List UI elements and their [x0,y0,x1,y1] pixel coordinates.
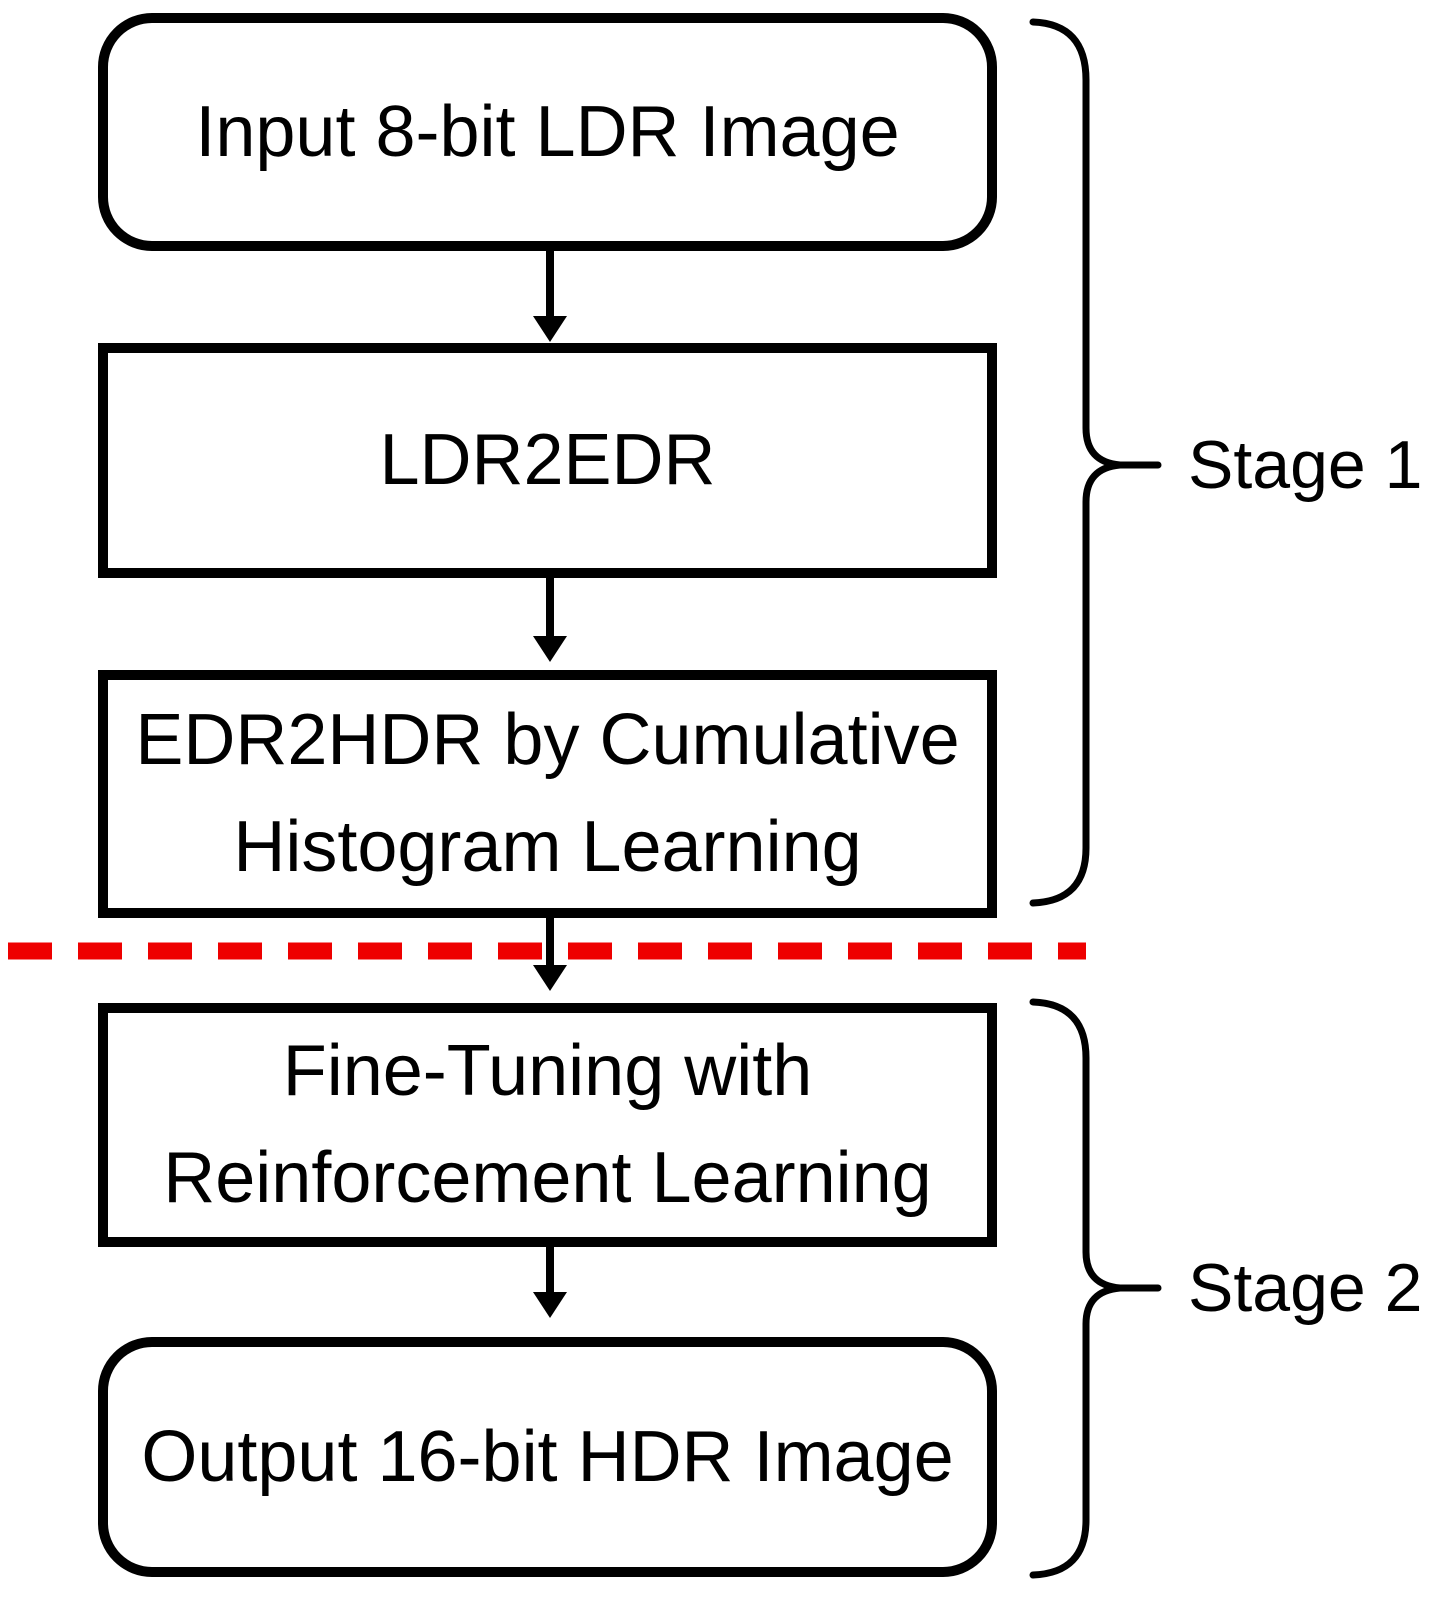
node-label: EDR2HDR by Cumulative Histogram Learning [135,700,960,887]
node-fine-tuning-reinforcement: Fine-Tuning with Reinforcement Learning [98,1003,997,1247]
arrow-head-icon [533,636,567,662]
arrow-ldr2edr-to-edr2hdr [533,578,567,662]
node-label: Fine-Tuning with Reinforcement Learning [163,1031,932,1218]
stage2-brace [1029,998,1121,1579]
node-input-ldr-image: Input 8-bit LDR Image [98,13,997,251]
stage2-label: Stage 2 [1188,1250,1423,1326]
node-output-hdr-image: Output 16-bit HDR Image [98,1337,997,1577]
arrow-head-icon [533,965,567,991]
node-label: LDR2EDR [379,420,716,501]
node-label: Input 8-bit LDR Image [195,91,900,172]
arrow-head-icon [533,316,567,342]
arrow-finetuning-to-output [533,1247,567,1318]
node-ldr2edr: LDR2EDR [98,343,997,578]
arrow-input-to-ldr2edr [533,251,567,342]
node-label: Output 16-bit HDR Image [141,1416,954,1497]
stage1-brace [1029,18,1121,907]
arrow-edr2hdr-to-finetuning [533,915,567,991]
node-edr2hdr-cumulative-histogram: EDR2HDR by Cumulative Histogram Learning [98,670,997,918]
stage1-label: Stage 1 [1188,427,1423,503]
arrow-head-icon [533,1292,567,1318]
